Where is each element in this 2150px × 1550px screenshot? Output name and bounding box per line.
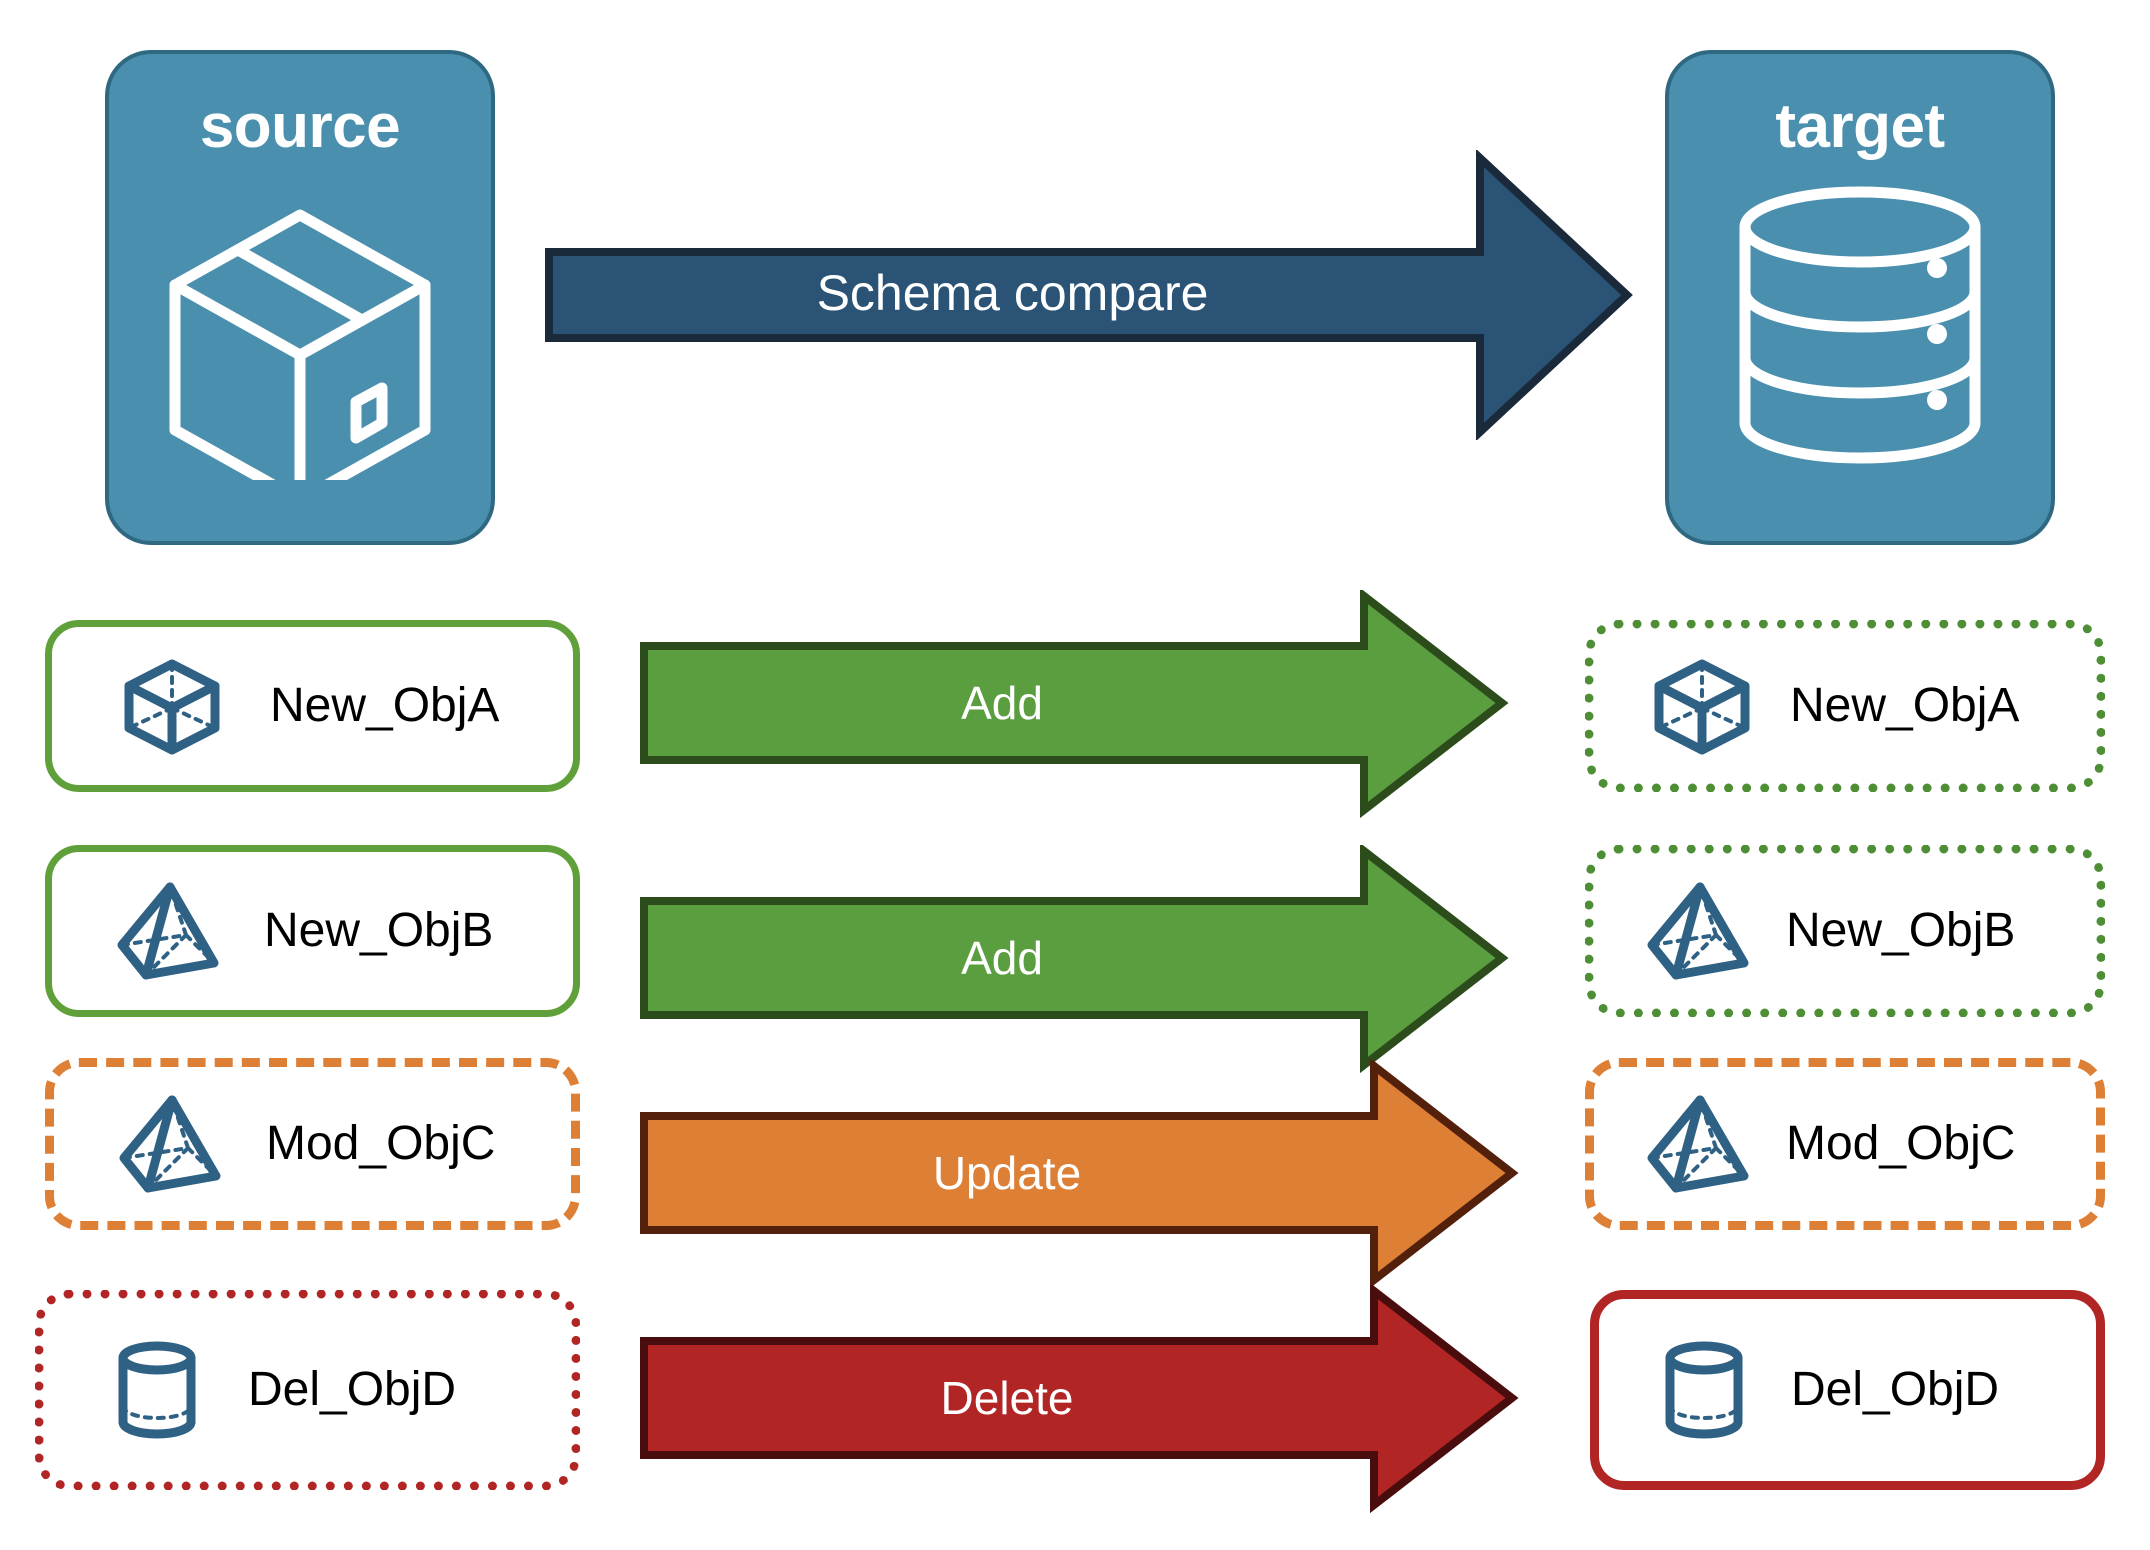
wireframe-pyramid-icon	[1644, 879, 1752, 983]
schema-compare-label: Schema compare	[816, 265, 1209, 321]
source-object-card-row-d[interactable]: Del_ObjD	[35, 1290, 580, 1490]
package-box-icon	[150, 180, 450, 506]
action-arrow-row-c[interactable]: Update	[640, 1057, 1520, 1290]
source-object-card-row-c[interactable]: Mod_ObjC	[45, 1058, 580, 1230]
object-label: Del_ObjD	[248, 1363, 457, 1416]
object-label: New_ObjB	[264, 904, 494, 957]
object-label: New_ObjA	[1790, 679, 2020, 732]
target-object-card-row-a[interactable]: New_ObjA	[1585, 620, 2105, 792]
wireframe-cube-icon	[120, 654, 224, 758]
target-object-card-row-c[interactable]: Mod_ObjC	[1585, 1058, 2105, 1230]
source-title: source	[199, 92, 401, 161]
schema-compare-arrow[interactable]: Schema compare	[545, 148, 1635, 442]
action-label: Add	[961, 932, 1043, 984]
action-arrow-row-a[interactable]: Add	[640, 587, 1510, 820]
action-arrow-row-d[interactable]: Delete	[640, 1282, 1520, 1515]
wireframe-pyramid-icon	[114, 879, 222, 983]
action-arrow-row-b[interactable]: Add	[640, 842, 1510, 1075]
action-label: Delete	[940, 1372, 1074, 1424]
target-object-card-row-b[interactable]: New_ObjB	[1585, 845, 2105, 1017]
target-object-card-row-d[interactable]: Del_ObjD	[1590, 1290, 2105, 1490]
object-label: New_ObjB	[1786, 904, 2016, 957]
wireframe-cylinder-icon	[1661, 1340, 1747, 1440]
object-label: Del_ObjD	[1791, 1363, 2000, 1416]
action-label: Update	[932, 1147, 1082, 1199]
object-label: New_ObjA	[270, 679, 500, 732]
action-label: Add	[961, 677, 1043, 729]
object-label: Mod_ObjC	[1786, 1117, 2016, 1170]
wireframe-cube-icon	[1650, 654, 1754, 758]
source-object-card-row-a[interactable]: New_ObjA	[45, 620, 580, 792]
database-cylinder-icon	[1715, 180, 2005, 475]
object-label: Mod_ObjC	[266, 1117, 496, 1170]
wireframe-pyramid-icon	[116, 1092, 224, 1196]
wireframe-pyramid-icon	[1644, 1092, 1752, 1196]
source-endpoint-card[interactable]: source	[105, 50, 495, 545]
target-title: target	[1775, 92, 1945, 161]
wireframe-cylinder-icon	[114, 1340, 200, 1440]
target-endpoint-card[interactable]: target	[1665, 50, 2055, 545]
source-object-card-row-b[interactable]: New_ObjB	[45, 845, 580, 1017]
